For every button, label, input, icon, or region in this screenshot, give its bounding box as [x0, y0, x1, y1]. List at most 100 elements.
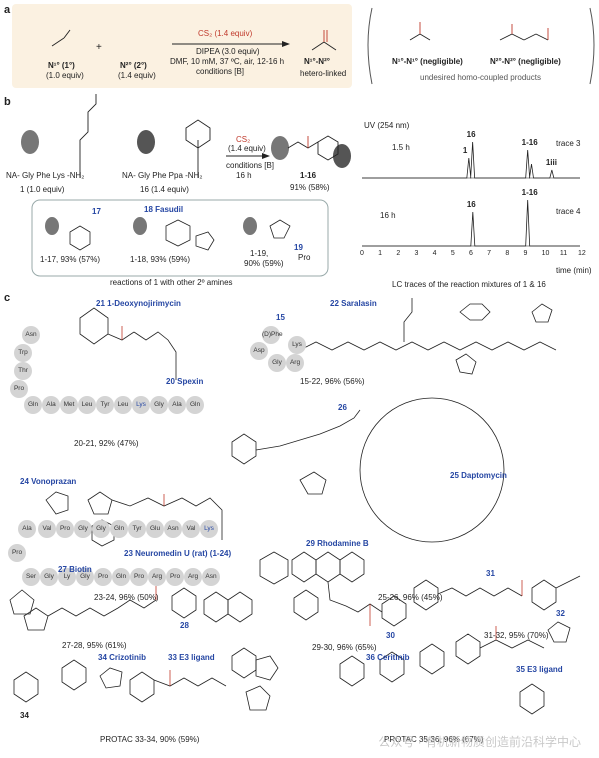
compound-36-label: 36 Ceritinib	[366, 653, 410, 662]
other-amines-caption: reactions of 1 with other 2º amines	[110, 278, 233, 287]
neuromedin-bead-13: Gly	[40, 568, 58, 586]
compound-19-label: 19	[294, 243, 303, 252]
lysine-sidechain	[79, 94, 97, 178]
spexin-bead-2: Thr	[14, 362, 32, 380]
bead-product-1	[271, 136, 289, 160]
panel-a-background	[12, 4, 352, 88]
lc-caption: LC traces of the reaction mixtures of 1 …	[392, 280, 546, 289]
compound-21-label: 21 1-Deoxynojirimycin	[96, 299, 181, 308]
bead-product-16	[333, 144, 351, 168]
compound-34-label: 34 Crizotinib	[98, 653, 147, 662]
rhodamine-structure	[291, 551, 407, 627]
lc-x-axis-label: time (min)	[556, 266, 592, 275]
yield-1-17: 1-17, 93% (57%)	[40, 255, 101, 264]
panel-a-letter: a	[4, 4, 11, 16]
compound-28-label: 28	[180, 621, 189, 630]
product-1-16-label: 1-16	[300, 171, 317, 180]
compound-35-label: 35 E3 ligand	[516, 665, 563, 674]
watermark: 公众号 · 有机新物质创造前沿科学中心	[378, 735, 581, 749]
yield-25-26: 25-26, 96% (45%)	[378, 593, 443, 602]
lc-x-tick-0: 0	[360, 250, 364, 257]
trace3-time: 1.5 h	[392, 143, 410, 152]
amine-2-label: N²° (2°)	[120, 61, 147, 70]
spexin-bead-8: Tyr	[96, 396, 114, 414]
yield-15-22: 15-22, 96% (56%)	[300, 377, 365, 386]
saralasin-bead-lys: Lys	[288, 336, 306, 354]
compound-24-label: 24 Vonoprazan	[20, 477, 77, 486]
homo-product-2: N²°-N²° (negligible)	[490, 57, 561, 66]
spexin-bead-9: Leu	[114, 396, 132, 414]
trace4-label: trace 4	[556, 207, 581, 216]
yield-27-28: 27-28, 95% (61%)	[62, 641, 127, 650]
compound-31-label: 31	[486, 569, 495, 578]
homo-product-1: N¹°-N¹° (negligible)	[392, 57, 463, 66]
lc-x-tick-1: 1	[378, 250, 383, 257]
neuromedin-bead-8: Asn	[164, 520, 182, 538]
deoxynojirimycin-structure	[79, 307, 177, 380]
yield-23-24: 23-24, 96% (50%)	[94, 593, 159, 602]
yield-1-19: 1-19,	[250, 249, 269, 258]
undesired-caption: undesired homo-coupled products	[420, 73, 541, 82]
bead-1	[21, 130, 39, 154]
spexin-bead-5: Ala	[42, 396, 60, 414]
amine-1-equiv: (1.0 equiv)	[46, 71, 84, 80]
lc-x-tick-2: 2	[396, 250, 401, 257]
neuromedin-bead-7: Glu	[146, 520, 164, 538]
peptide-1-sequence: NA- Gly Phe Lys -NH₂	[6, 171, 85, 180]
plus-sign: +	[96, 42, 102, 53]
benzamide-alkyne-structure	[413, 575, 581, 611]
homo-coupled-structures	[409, 22, 549, 41]
compound-18-label: 18 Fasudil	[144, 205, 184, 214]
yield-20-21: 20-21, 92% (47%)	[74, 439, 139, 448]
spexin-bead-6: Met	[60, 396, 78, 414]
yield-31-32: 31-32, 95% (70%)	[484, 631, 549, 640]
reaction-arrowhead-b	[262, 153, 270, 159]
lc-trace-line-0	[362, 141, 580, 179]
compound-17-label: 17	[92, 207, 101, 216]
compound-30-label: 30	[386, 631, 395, 640]
conditions-b-label: conditions [B]	[226, 161, 275, 170]
daptomycin-structure	[231, 397, 505, 585]
neuromedin-bead-18: Pro	[130, 568, 148, 586]
lc-title: UV (254 nm)	[364, 121, 410, 130]
spexin-bead-10: Lys	[132, 396, 150, 414]
biotin-structure	[9, 586, 253, 631]
compound-27-label: 27 Biotin	[58, 565, 92, 574]
time-b-label: 16 h	[236, 171, 252, 180]
lc-peak-label-1-0: 16	[466, 200, 476, 209]
compound-22-label: 22 Saralasin	[330, 299, 377, 308]
compound-15-label: 15	[276, 313, 285, 322]
yield-1-19-b: 90% (59%)	[244, 259, 284, 268]
lc-x-tick-5: 5	[450, 250, 455, 257]
panel-c-letter: c	[4, 292, 11, 304]
spexin-bead-1: Trp	[14, 344, 32, 362]
neuromedin-bead-5: Gln	[110, 520, 128, 538]
trace4-time: 16 h	[380, 211, 396, 220]
bead-18	[133, 217, 147, 235]
neuromedin-bead-22: Asn	[202, 568, 220, 586]
bead-17	[45, 217, 59, 235]
neuromedin-bead-2: Pro	[56, 520, 74, 538]
neuromedin-bead-6: Tyr	[128, 520, 146, 538]
neuromedin-bead-12: Ser	[22, 568, 40, 586]
yield-29-30: 29-30, 96% (65%)	[312, 643, 377, 652]
yield-33-34: PROTAC 33-34, 90% (59%)	[100, 735, 200, 744]
vonoprazan-structure	[45, 491, 223, 547]
lc-peak-label-1-1: 1-16	[521, 188, 538, 197]
lc-x-tick-7: 7	[487, 250, 492, 257]
panel-b-letter: b	[4, 96, 11, 108]
neuromedin-bead-1: Val	[38, 520, 56, 538]
product-subtitle: hetero-linked	[300, 69, 347, 78]
saralasin-bead-arg: Arg	[286, 354, 304, 372]
compound-23-label: 23 Neuromedin U (rat) (1-24)	[124, 549, 232, 558]
bead-16	[137, 130, 155, 154]
compound-1-label: 1 (1.0 equiv)	[20, 185, 65, 194]
lc-peak-label-0-1: 16	[466, 130, 476, 139]
lc-x-tick-12: 12	[578, 250, 586, 257]
product-1-16-structure	[287, 135, 339, 161]
neuromedin-bead-11: Pro	[8, 544, 26, 562]
lc-peak-label-0-2: 1-16	[521, 138, 538, 147]
bead-19	[243, 217, 257, 235]
